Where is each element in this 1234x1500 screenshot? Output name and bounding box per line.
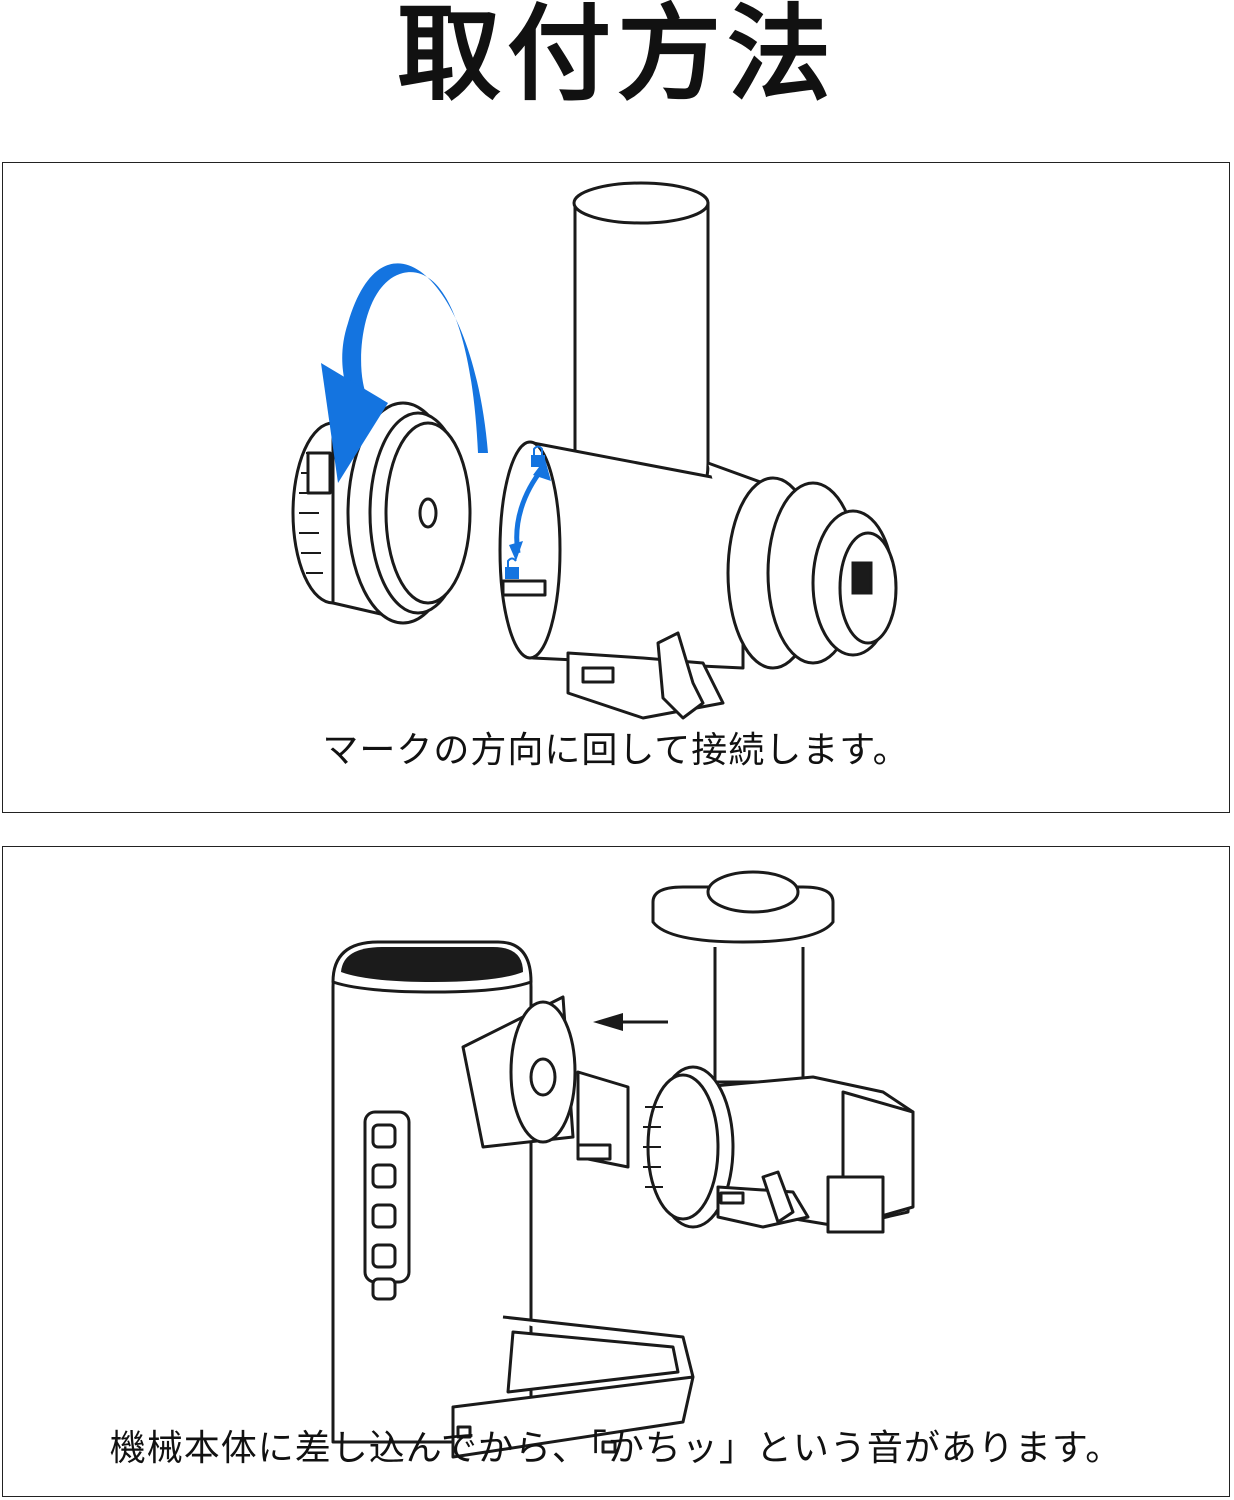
insert-arrow-icon (593, 1013, 668, 1031)
unlock-icon (505, 557, 519, 579)
page-title: 取付方法 (396, 0, 837, 115)
step-1-panel: マークの方向に回して接続します。 (2, 162, 1230, 813)
juicer-barrel (498, 181, 898, 720)
step-1-caption: マークの方向に回して接続します。 (322, 730, 910, 771)
lock-icon (531, 445, 545, 467)
step-1-illustration (291, 181, 898, 720)
screw-cap (291, 401, 472, 625)
step-2-panel: 機械本体に差し込んでから、「かちッ」という音があります。 (2, 846, 1230, 1497)
step-2-caption: 機械本体に差し込んでから、「かちッ」という音があります。 (109, 1428, 1123, 1469)
motor-base (331, 940, 695, 1459)
juicer-unit (643, 870, 915, 1234)
rotate-arrow-icon (321, 263, 488, 483)
step-2-illustration (331, 870, 915, 1459)
lock-direction-arrow (509, 459, 551, 561)
